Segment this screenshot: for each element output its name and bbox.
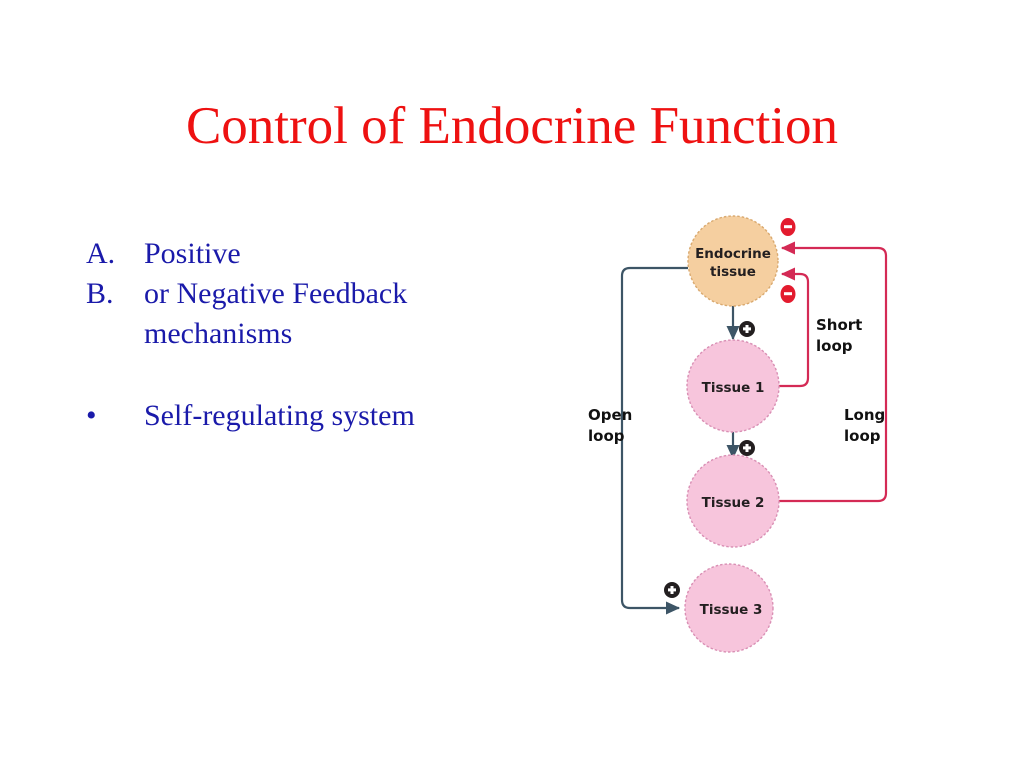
short-loop-label: Short loop <box>816 316 862 355</box>
short-loop-label-line1: Short <box>816 316 862 334</box>
short-loop-path <box>778 267 810 388</box>
node-tissue-3[interactable]: Tissue 3 <box>684 563 774 653</box>
open-loop-line <box>620 266 688 615</box>
tissue-1-circle <box>686 339 780 433</box>
minus-badge-long-loop-icon <box>780 218 796 236</box>
node-endocrine-tissue[interactable]: Endocrine tissue <box>687 215 779 307</box>
tissue-3-label: Tissue 3 <box>700 602 763 618</box>
list-item-label-self-regulating: Self-regulating system <box>144 398 415 432</box>
long-loop-path <box>778 241 888 503</box>
endocrine-tissue-label-line2: tissue <box>710 264 756 280</box>
open-loop-label-line1: Open <box>588 406 632 424</box>
long-loop-label: Long loop <box>844 406 885 445</box>
tissue-2-circle <box>686 454 780 548</box>
node-tissue-2[interactable]: Tissue 2 <box>686 454 780 548</box>
long-loop-line <box>778 241 888 503</box>
plus-badge-endocrine-tissue1-icon <box>739 321 755 337</box>
short-loop-label-line2: loop <box>816 337 853 355</box>
list-item: B. or Negative Feedback mechanisms <box>86 274 446 354</box>
tissue-3-circle <box>684 563 774 653</box>
long-loop-label-line1: Long <box>844 406 885 424</box>
short-loop-line <box>778 267 810 388</box>
list-spacer <box>86 354 446 396</box>
minus-badge-short-loop-icon <box>780 285 796 303</box>
tissue-1-label: Tissue 1 <box>702 380 765 396</box>
plus-badge-tissue1-tissue2-icon <box>739 440 755 456</box>
endocrine-tissue-circle <box>687 215 779 307</box>
tissue-2-label: Tissue 2 <box>702 495 765 511</box>
list-item: • Self-regulating system <box>86 396 446 436</box>
content-list: A. Positive B. or Negative Feedback mech… <box>86 234 446 436</box>
endocrine-feedback-diagram: Endocrine tissue Tissue 1 Tissue 2 Tissu… <box>560 196 960 666</box>
open-loop-label-line2: loop <box>588 427 625 445</box>
page-title: Control of Endocrine Function <box>185 97 839 155</box>
node-tissue-1[interactable]: Tissue 1 <box>686 339 780 433</box>
long-loop-label-line2: loop <box>844 427 881 445</box>
diagram-canvas: Endocrine tissue Tissue 1 Tissue 2 Tissu… <box>588 215 888 653</box>
open-loop-path <box>620 266 688 615</box>
plus-badge-open-loop-tissue3-icon <box>664 582 680 598</box>
list-item: A. Positive <box>86 234 446 274</box>
endocrine-tissue-label-line1: Endocrine <box>695 246 771 262</box>
open-loop-label: Open loop <box>588 406 632 445</box>
list-marker-b: B. <box>86 276 114 310</box>
list-item-label-negative-feedback: or Negative Feedback mechanisms <box>144 276 408 350</box>
bullet-dot-icon: • <box>86 398 97 432</box>
list-marker-a: A. <box>86 237 116 270</box>
list-item-label-positive: Positive <box>144 237 241 270</box>
